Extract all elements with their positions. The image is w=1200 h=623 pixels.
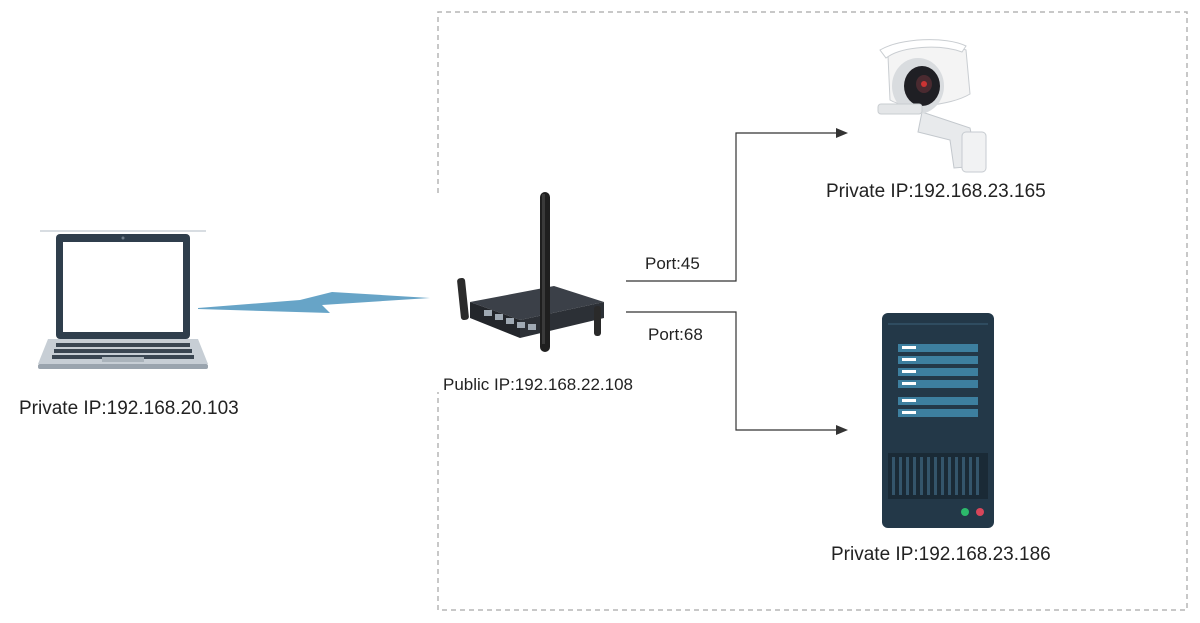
server-label: Private IP:192.168.23.186: [831, 544, 1051, 565]
wireless-link: [198, 292, 430, 313]
camera-icon: [877, 39, 987, 173]
status-led-green: [961, 508, 969, 516]
status-led-red: [976, 508, 984, 516]
laptop-node[interactable]: [36, 230, 210, 372]
router-icon: [457, 192, 604, 352]
server-node[interactable]: [882, 313, 994, 528]
link-router-camera: [626, 132, 838, 282]
port-label-server: Port:68: [648, 325, 703, 344]
server-icon: [882, 313, 994, 528]
router-label: Public IP:192.168.22.108: [443, 375, 633, 394]
laptop-label: Private IP:192.168.20.103: [19, 398, 239, 419]
laptop-icon: [38, 230, 208, 369]
router-node[interactable]: [454, 188, 614, 358]
camera-label: Private IP:192.168.23.165: [826, 181, 1046, 202]
arrowhead-camera: [836, 128, 848, 138]
arrowhead-server: [836, 425, 848, 435]
camera-node[interactable]: [866, 36, 1016, 174]
port-label-camera: Port:45: [645, 254, 700, 273]
link-router-server: [626, 311, 838, 431]
private-network-boundary: [437, 11, 1188, 611]
